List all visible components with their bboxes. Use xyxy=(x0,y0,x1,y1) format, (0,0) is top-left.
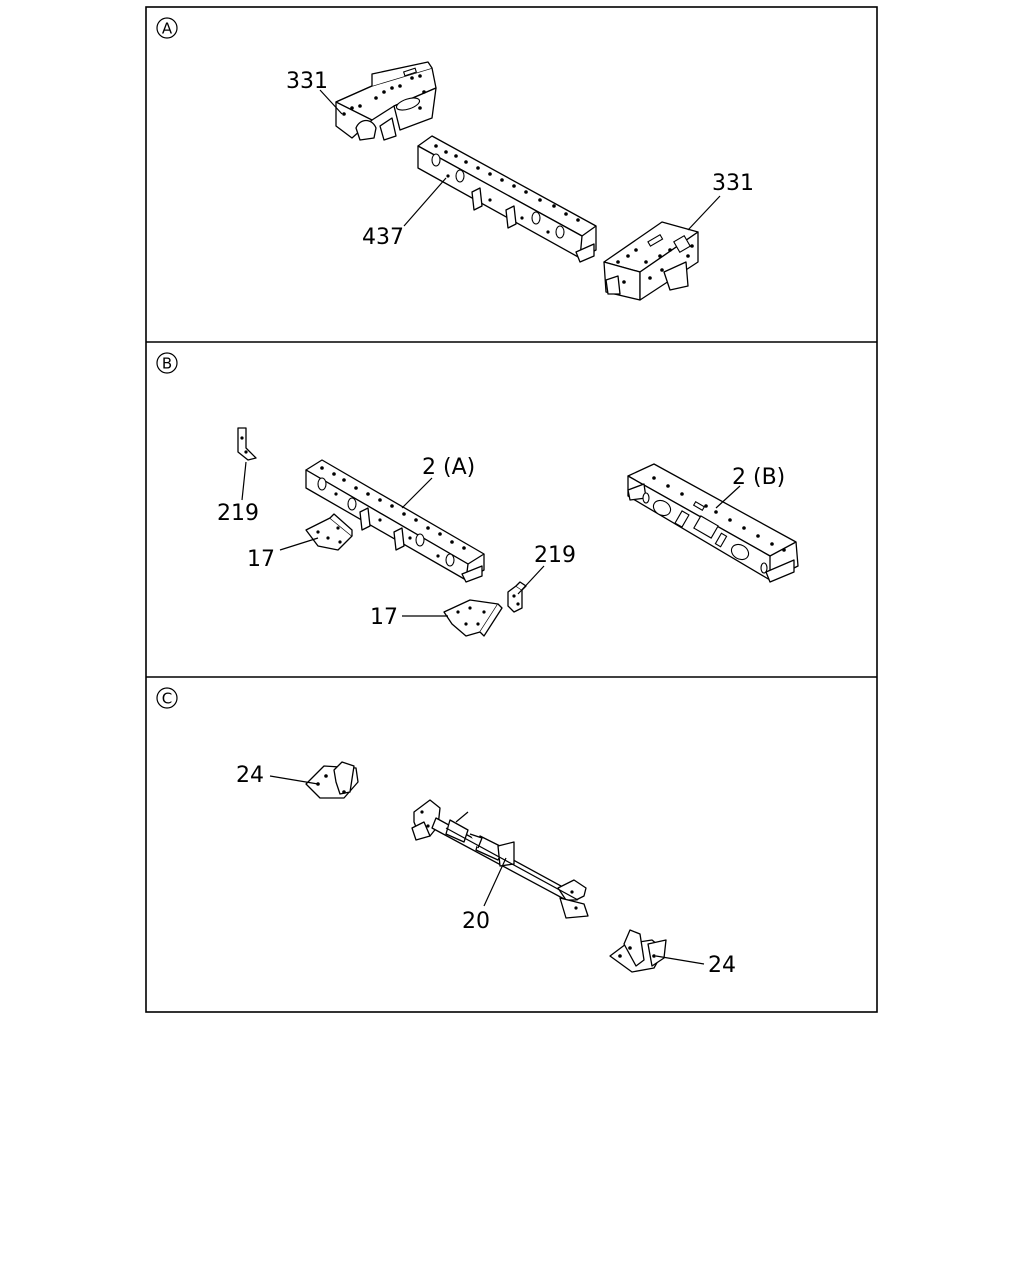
leader-331-right xyxy=(687,195,721,231)
callout-331-right: 331 xyxy=(712,171,754,196)
section-marker-label: A xyxy=(162,20,173,38)
section-a: A xyxy=(156,17,754,301)
part-2b-crossmember xyxy=(627,463,799,583)
part-24-lower-mount xyxy=(609,929,667,973)
diagram-frame xyxy=(145,6,878,1013)
section-marker-label: C xyxy=(162,690,172,708)
part-2a-crossmember xyxy=(305,459,485,583)
outer-border xyxy=(145,6,878,1013)
leader-24-upper xyxy=(269,775,319,785)
leader-331-left xyxy=(319,89,343,115)
part-437-crossmember xyxy=(417,135,597,263)
part-24-upper-mount xyxy=(305,761,359,799)
section-marker-b: B xyxy=(156,352,178,374)
callout-17-lower: 17 xyxy=(370,605,398,630)
section-marker-c: C xyxy=(156,687,178,709)
leader-219-lower xyxy=(517,565,545,595)
callout-331-left: 331 xyxy=(286,69,328,94)
part-17-lower-plate xyxy=(443,599,503,637)
part-20-crossmember-assembly xyxy=(411,799,589,919)
leader-2b xyxy=(715,485,741,509)
section-b: B xyxy=(156,352,799,637)
callout-219-upper: 219 xyxy=(217,501,259,526)
leader-20 xyxy=(483,857,507,907)
leader-219-upper xyxy=(241,461,247,501)
part-17-upper-plate xyxy=(305,513,353,551)
section-marker-label: B xyxy=(162,355,172,373)
part-331-right-bracket xyxy=(603,221,699,301)
leader-24-lower xyxy=(655,955,705,965)
callout-20: 20 xyxy=(462,909,490,934)
callout-2a: 2 (A) xyxy=(422,455,475,480)
leader-437 xyxy=(403,177,447,227)
callout-24-upper: 24 xyxy=(236,763,264,788)
callout-437: 437 xyxy=(362,225,404,250)
leader-2a xyxy=(401,477,433,509)
callout-17-upper: 17 xyxy=(247,547,275,572)
callout-24-lower: 24 xyxy=(708,953,736,978)
callout-2b: 2 (B) xyxy=(732,465,785,490)
section-marker-a: A xyxy=(156,17,178,39)
section-c: C xyxy=(156,687,736,978)
part-219-lower-clip xyxy=(507,581,527,613)
leader-17-upper xyxy=(279,537,319,551)
part-219-upper-clip xyxy=(237,427,257,461)
part-331-left-bracket xyxy=(335,61,437,141)
callout-219-lower: 219 xyxy=(534,543,576,568)
